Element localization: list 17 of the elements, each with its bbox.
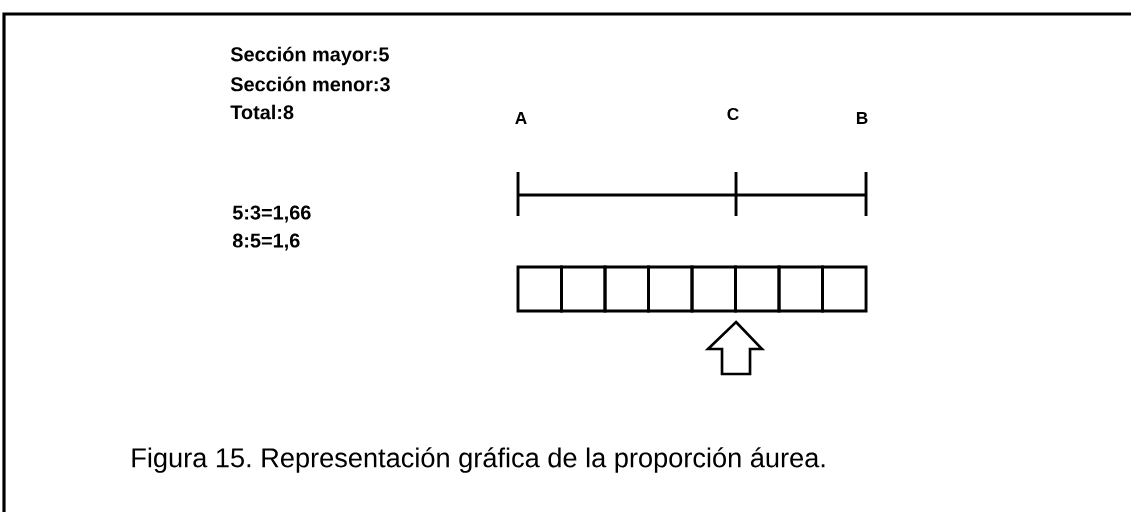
cell	[690, 265, 737, 313]
point-label: B	[856, 112, 868, 124]
cell	[777, 265, 824, 313]
point-label: A	[515, 112, 527, 124]
cell	[560, 265, 607, 313]
caption: Figura 15. Representación gráfica de la proporción áurea.	[132, 447, 825, 473]
data-text: Sección mayor:5	[230, 46, 389, 66]
data-text: Total:8	[230, 104, 294, 120]
data-text: Sección menor:3	[230, 76, 390, 92]
cell	[603, 265, 650, 313]
cell	[516, 265, 563, 313]
cell	[821, 265, 868, 313]
data-text: 8:5=1,6	[232, 233, 300, 251]
point-label: C	[727, 107, 739, 121]
cell	[734, 265, 781, 313]
data-text: 5:3=1,66	[232, 205, 311, 223]
cell	[647, 265, 694, 313]
